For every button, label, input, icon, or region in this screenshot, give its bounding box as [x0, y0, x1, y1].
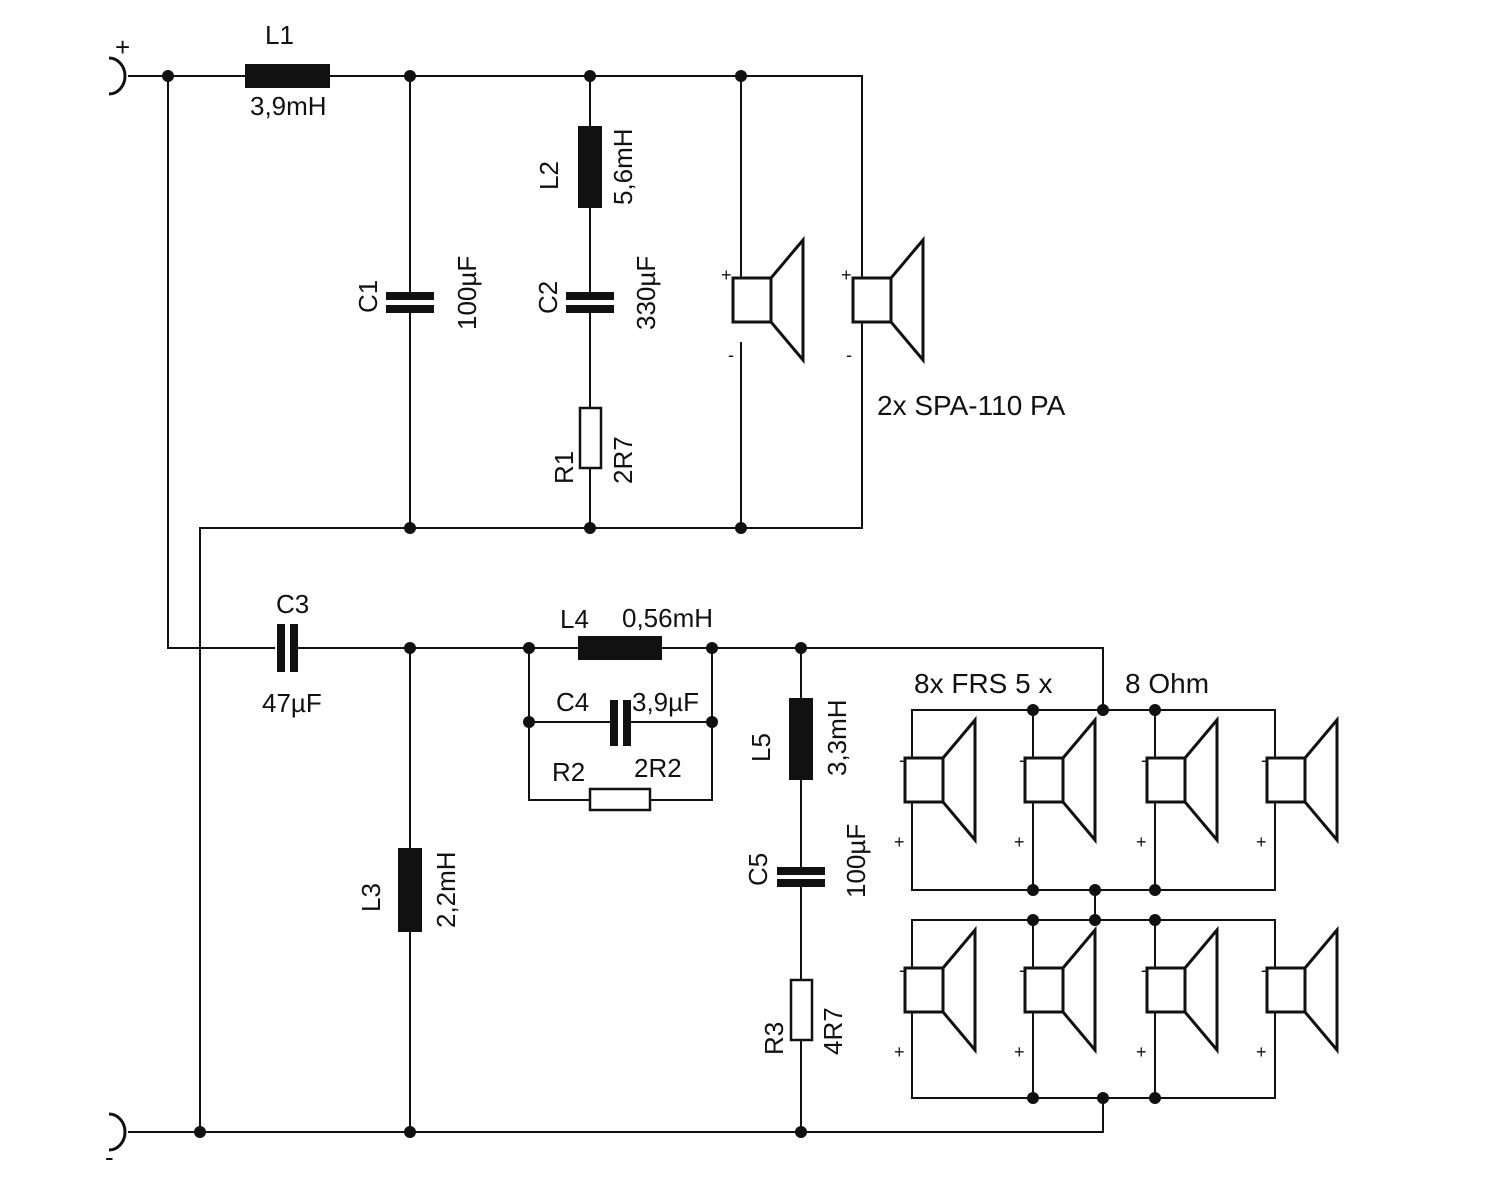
- C3-value: 47µF: [262, 688, 322, 718]
- speaker-5: [903, 928, 977, 1052]
- fullrange-bank-bottom: - - - - + + + +: [894, 928, 1339, 1062]
- fullrange-label: 8x FRS 5 x: [914, 668, 1052, 699]
- L1-name: L1: [265, 20, 294, 50]
- C1-value: 100µF: [452, 256, 482, 330]
- L4-name: L4: [560, 604, 589, 634]
- pol-minus: -: [1141, 960, 1147, 980]
- resistor-R2: R2 2R2: [552, 753, 682, 812]
- resistor-R1: R1 2R7: [549, 406, 638, 484]
- speaker-2: [1023, 718, 1097, 842]
- R2-value: 2R2: [634, 753, 682, 783]
- pol-plus: +: [1136, 832, 1147, 852]
- pol-minus: -: [1019, 960, 1025, 980]
- pol-plus: +: [1256, 832, 1267, 852]
- woofer-label: 2x SPA-110 PA: [877, 390, 1066, 421]
- inductor-L3: L3 2,2mH: [356, 848, 461, 932]
- pol-minus: -: [1141, 750, 1147, 770]
- woofer-1-minus: -: [728, 345, 734, 365]
- L3-value: 2,2mH: [431, 851, 461, 928]
- speaker-3: [1145, 718, 1219, 842]
- impedance-label: 8 Ohm: [1125, 668, 1209, 699]
- pol-minus: -: [899, 960, 905, 980]
- pol-minus: -: [1261, 960, 1267, 980]
- pol-minus: -: [1019, 750, 1025, 770]
- inductor-L4: L4 0,56mH: [560, 603, 713, 660]
- input-terminal-minus: -: [105, 1112, 127, 1172]
- resistor-R3: R3 4R7: [759, 978, 848, 1055]
- woofer-2-minus: -: [846, 345, 852, 365]
- speaker-8: [1265, 928, 1339, 1052]
- inductor-L1: L1 3,9mH: [245, 20, 330, 121]
- speaker-1: [903, 718, 977, 842]
- capacitor-C2: C2 330µF: [533, 256, 661, 330]
- pol-plus: +: [894, 832, 905, 852]
- R3-value: 4R7: [818, 1007, 848, 1055]
- C5-value: 100µF: [841, 824, 871, 898]
- L4-value: 0,56mH: [622, 603, 713, 633]
- pol-plus: +: [1136, 1042, 1147, 1062]
- C4-value: 3,9µF: [632, 687, 699, 717]
- L5-value: 3,3mH: [822, 699, 852, 776]
- inductor-L5: L5 3,3mH: [746, 698, 852, 780]
- pol-minus: -: [1261, 750, 1267, 770]
- R1-name: R1: [549, 451, 579, 484]
- capacitor-C5: C5 100µF: [743, 824, 871, 898]
- L2-value: 5,6mH: [608, 128, 638, 205]
- L5-name: L5: [746, 733, 776, 762]
- fullrange-bank-top: - - - - + + + +: [894, 718, 1339, 852]
- C1-name: C1: [353, 280, 383, 313]
- C4-name: C4: [556, 687, 589, 717]
- C5-name: C5: [743, 853, 773, 886]
- C2-value: 330µF: [631, 256, 661, 330]
- C3-name: C3: [276, 589, 309, 619]
- capacitor-C3: C3 47µF: [262, 589, 322, 718]
- pol-plus: +: [894, 1042, 905, 1062]
- R2-name: R2: [552, 757, 585, 787]
- speaker-4: [1265, 718, 1339, 842]
- woofer-1: + -: [721, 238, 805, 365]
- pol-plus: +: [1256, 1042, 1267, 1062]
- woofer-2-plus: +: [841, 265, 852, 285]
- L1-value: 3,9mH: [250, 91, 327, 121]
- L2-name: L2: [534, 161, 564, 190]
- minus-sign: -: [105, 1142, 114, 1172]
- pol-plus: +: [1014, 832, 1025, 852]
- speaker-6: [1023, 928, 1097, 1052]
- woofer-2: + -: [841, 238, 925, 365]
- pol-minus: -: [899, 750, 905, 770]
- R1-value: 2R7: [608, 436, 638, 484]
- C2-name: C2: [533, 281, 563, 314]
- capacitor-C1: C1 100µF: [353, 256, 482, 330]
- R3-name: R3: [759, 1022, 789, 1055]
- pol-plus: +: [1014, 1042, 1025, 1062]
- plus-sign: +: [115, 32, 130, 62]
- input-terminal-plus: +: [108, 32, 130, 96]
- woofer-1-plus: +: [721, 265, 732, 285]
- inductor-L2: L2 5,6mH: [534, 126, 638, 208]
- capacitor-C4: C4 3,9µF: [556, 687, 699, 746]
- speaker-7: [1145, 928, 1219, 1052]
- L3-name: L3: [356, 883, 386, 912]
- junction-dots: [162, 70, 1161, 1138]
